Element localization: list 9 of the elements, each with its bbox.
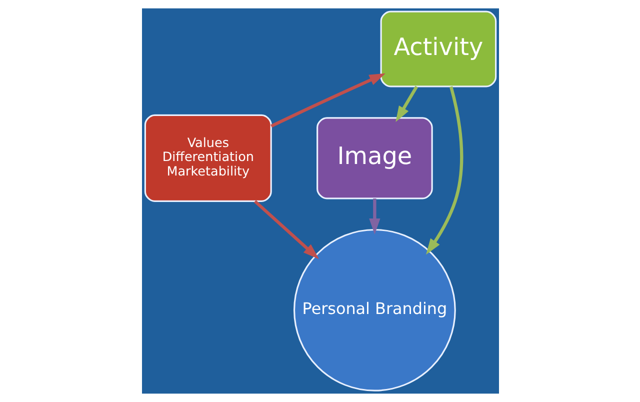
node-box: Values Differentiation Marketability	[144, 114, 272, 202]
node-box: Activity	[380, 10, 496, 88]
arrow	[253, 200, 318, 260]
arrow	[368, 198, 380, 234]
arrow	[395, 86, 418, 122]
node-box: Image	[316, 117, 432, 200]
arrow	[270, 73, 385, 128]
node-circle: Personal Branding	[292, 228, 456, 392]
arrow	[426, 86, 463, 255]
